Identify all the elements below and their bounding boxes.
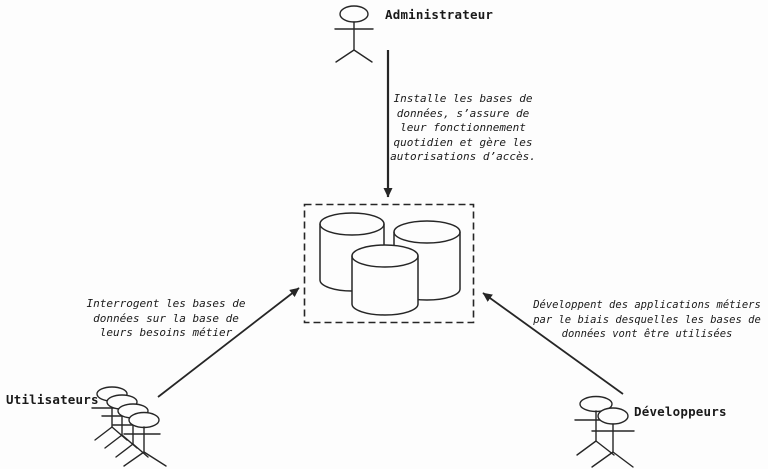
developers-label: Développeurs [634, 404, 727, 419]
administrator-note: Installe les bases de données, s’assure … [390, 92, 536, 164]
users-group-stick-figures-icon [91, 386, 167, 467]
users-note: Interrogent les bases de données sur la … [86, 297, 246, 340]
administrator-actor-icon [334, 5, 374, 63]
developers-pair-stick-figures-icon [574, 395, 635, 468]
arrow-devs-to-db-icon [482, 292, 624, 395]
arrow-users-to-db-icon [157, 287, 300, 398]
administrator-label: Administrateur [385, 7, 494, 22]
developers-note: Développent des applications métiers par… [533, 299, 761, 341]
database-cylinders-icon [319, 212, 461, 316]
users-label: Utilisateurs [6, 392, 99, 407]
database-cylinder-icon [351, 244, 419, 316]
